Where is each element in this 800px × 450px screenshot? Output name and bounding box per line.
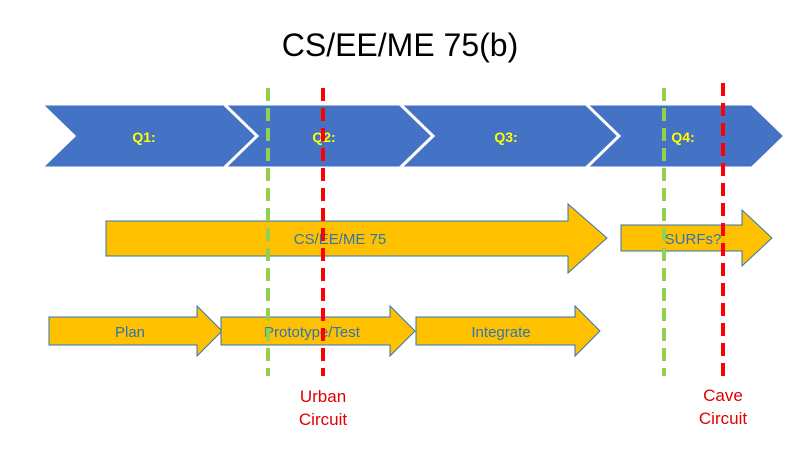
program-arrows: CS/EE/ME 75 SURFs? <box>105 202 773 275</box>
slide-title: CS/EE/ME 75(b) <box>282 27 519 63</box>
milestone-label-urban-circuit-line2: Circuit <box>299 410 347 429</box>
milestone-label-urban-circuit-line1: Urban <box>300 387 346 406</box>
arrow-integrate <box>415 304 601 358</box>
arrow-label-cs-ee-me-75: CS/EE/ME 75 <box>294 231 387 248</box>
quarter-label-q3: Q3: <box>494 129 517 145</box>
milestone-lines <box>266 83 725 376</box>
arrow-label-surfs: SURFs? <box>665 231 722 248</box>
milestone-label-cave-circuit-line2: Circuit <box>699 409 747 428</box>
arrow-plan <box>48 304 223 358</box>
arrow-surfs <box>620 208 773 268</box>
quarter-chevrons: Q1: Q2: Q3: Q4: <box>37 102 788 170</box>
quarter-label-q4: Q4: <box>671 129 694 145</box>
milestone-label-cave-circuit-line1: Cave <box>703 386 743 405</box>
arrow-cs-ee-me-75 <box>105 202 608 275</box>
quarter-label-q1: Q1: <box>132 129 155 145</box>
milestone-labels: Urban Circuit Cave Circuit <box>299 386 747 429</box>
arrow-label-plan: Plan <box>115 324 145 341</box>
arrow-label-integrate: Integrate <box>471 324 530 341</box>
arrow-label-prototype-test: Prototype/Test <box>264 324 361 341</box>
chevron-q4 <box>582 102 788 170</box>
